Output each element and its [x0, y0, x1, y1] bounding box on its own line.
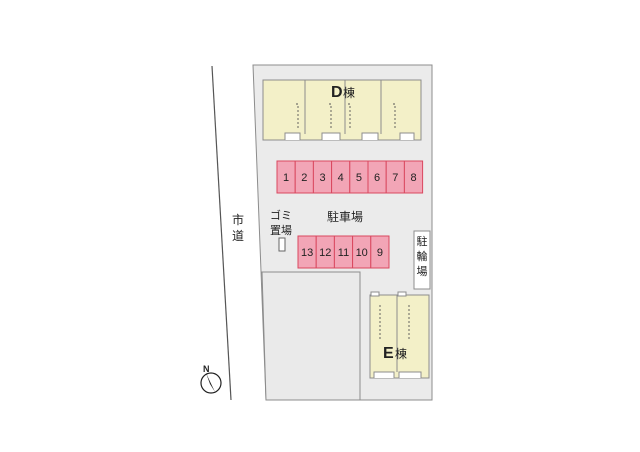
road-edge-line: [211, 65, 232, 401]
north-arrow-label: N: [203, 364, 210, 374]
garbage-box: [278, 237, 286, 252]
parking-stall-number: 8: [410, 172, 416, 184]
road-label-char-1: 市: [232, 212, 244, 227]
garbage-label-line2: 置場: [270, 224, 292, 237]
parking-stall-number: 6: [374, 172, 380, 184]
parking-label: 駐車場: [327, 209, 363, 224]
parking-stall-number: 9: [377, 247, 383, 259]
parking-row-bottom: 13 12 11 10 9: [297, 235, 390, 269]
building-e: [369, 291, 430, 379]
open-ground: [261, 271, 361, 401]
parking-stall-number: 2: [301, 172, 307, 184]
parking-stall-number: 10: [356, 247, 368, 259]
building-e-letter: E: [383, 345, 394, 362]
road-label-char-2: 道: [232, 229, 244, 243]
building-d-letter: D: [331, 84, 343, 101]
parking-stall-number: 1: [283, 172, 289, 184]
building-d: [262, 79, 422, 141]
parking-stall-number: 12: [319, 247, 331, 259]
north-arrow: [200, 372, 222, 394]
parking-stall-number: 11: [338, 247, 349, 259]
parking-stall: [403, 160, 424, 194]
building-e-suffix: 棟: [395, 346, 407, 361]
parking-stall-number: 5: [356, 172, 362, 184]
parking-stall-number: 7: [392, 172, 398, 184]
parking-stall-number: 3: [319, 172, 325, 184]
bicycle-parking: [413, 230, 431, 290]
bicycle-label-char-2: 輪: [417, 249, 428, 263]
parking-stall-number: 13: [301, 247, 313, 259]
parking-stall-number: 4: [338, 172, 344, 184]
garbage-label-line1: ゴミ: [270, 208, 292, 222]
parking-stall: [370, 235, 390, 269]
building-d-suffix: 棟: [343, 85, 355, 100]
bicycle-label-char-3: 場: [417, 265, 428, 278]
bicycle-label-char-1: 駐: [417, 234, 428, 248]
